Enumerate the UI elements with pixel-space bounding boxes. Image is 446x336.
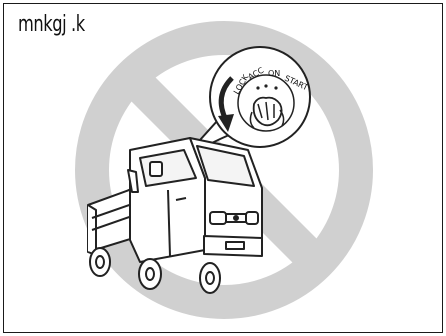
ignition-label-on: ON: [268, 69, 280, 78]
ignition-switch-icon: LOCK ACC ON START: [210, 47, 310, 147]
